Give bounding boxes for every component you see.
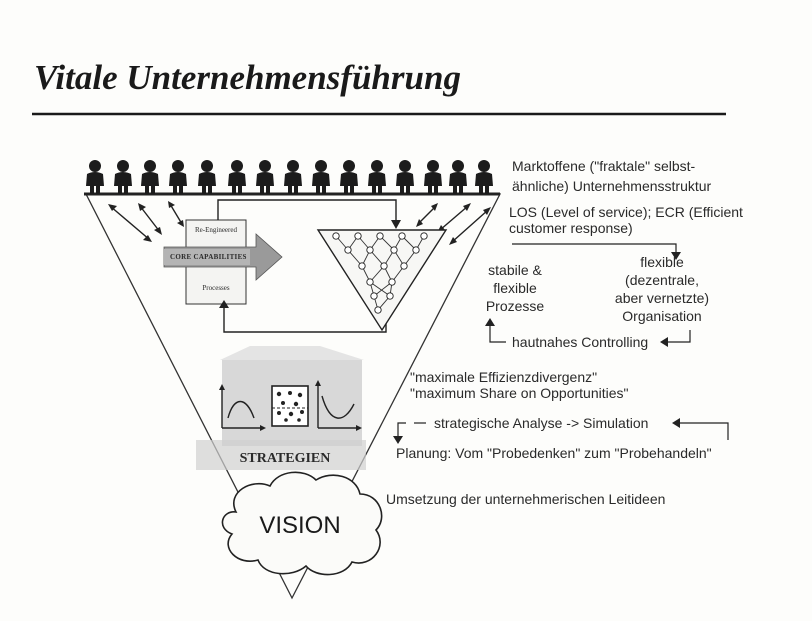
double-arrow xyxy=(109,205,151,241)
label-market-structure-1: Marktoffene ("fraktale" selbst- xyxy=(512,158,696,174)
label-stable-3: Prozesse xyxy=(485,298,545,314)
label-stable-1: stabile & xyxy=(488,262,542,278)
network-node xyxy=(412,246,420,254)
core-arrow-band xyxy=(164,249,250,265)
person-icon xyxy=(86,160,104,194)
network-node xyxy=(332,232,340,240)
label-planning: Planung: Vom "Probedenken" zum "Probehan… xyxy=(396,445,712,461)
person-icon xyxy=(424,160,442,194)
controlling-right-arrowhead xyxy=(660,337,668,347)
bottom-loop-connector xyxy=(223,304,387,333)
analysis-left-arrowhead xyxy=(393,436,403,444)
label-analysis: strategische Analyse -> Simulation xyxy=(434,415,649,431)
network-node xyxy=(374,306,382,314)
vision-label: VISION xyxy=(259,512,341,539)
vision-cloud xyxy=(221,471,383,576)
network-node xyxy=(376,232,384,240)
person-icon xyxy=(449,160,467,194)
network-node xyxy=(354,232,362,240)
analysis-right-connector xyxy=(676,422,729,440)
person-icon xyxy=(256,160,274,194)
network-triangle xyxy=(316,229,448,332)
flex-arrowhead xyxy=(671,252,681,260)
flex-connector xyxy=(512,243,677,254)
analysis-right-arrowhead xyxy=(672,418,680,428)
left-arrows xyxy=(109,203,183,241)
controlling-left-connector xyxy=(489,322,506,343)
person-icon xyxy=(169,160,187,194)
double-arrow xyxy=(439,205,469,231)
person-icon xyxy=(312,160,330,194)
person-icon xyxy=(340,160,358,194)
label-los-1: LOS (Level of service); ECR (Efficient xyxy=(509,204,743,220)
core-box-bottom-label: Processes xyxy=(202,284,230,292)
network-node xyxy=(358,262,366,270)
network-node xyxy=(366,246,374,254)
label-stable-2: flexible xyxy=(493,280,537,296)
network-graph xyxy=(332,232,428,314)
label-market-structure-2: ähnliche) Unternehmensstruktur xyxy=(512,178,712,194)
label-flex-4: Organisation xyxy=(622,308,702,324)
left-arrowheads xyxy=(108,201,184,242)
double-arrow xyxy=(417,205,437,225)
core-box-top-label: Re-Engineered xyxy=(195,226,237,234)
double-arrow xyxy=(169,203,183,225)
bottom-loop-arrowhead xyxy=(219,300,229,308)
controlling-right-connector xyxy=(664,330,691,343)
label-flex-1: flexible xyxy=(640,254,684,270)
right-arrows xyxy=(417,205,489,243)
people-row xyxy=(86,160,493,194)
top-loop-connector xyxy=(217,199,397,224)
network-node xyxy=(344,246,352,254)
network-node xyxy=(380,262,388,270)
page-title: Vitale Unternehmensführung xyxy=(34,58,461,97)
network-node xyxy=(366,278,374,286)
network-node xyxy=(390,246,398,254)
person-icon xyxy=(198,160,216,194)
strategies-roof xyxy=(220,346,364,360)
label-flex-3: aber vernetzte) xyxy=(614,290,710,306)
strategy-chart-3 xyxy=(317,384,358,429)
person-icon xyxy=(396,160,414,194)
person-icon xyxy=(228,160,246,194)
strategy-chart-1 xyxy=(221,388,262,429)
label-flex-2: (dezentrale, xyxy=(625,272,699,288)
strategies-base xyxy=(196,440,366,470)
controlling-left-arrowhead xyxy=(485,318,495,326)
label-implementation: Umsetzung der unternehmerischen Leitidee… xyxy=(386,491,666,507)
double-arrow xyxy=(139,205,161,233)
network-node xyxy=(388,278,396,286)
person-icon xyxy=(141,160,159,194)
matrix-dots xyxy=(276,391,304,422)
network-node xyxy=(420,232,428,240)
label-efficiency-1: "maximale Effizienzdivergenz" xyxy=(410,369,598,385)
network-node xyxy=(386,292,394,300)
network-node xyxy=(398,232,406,240)
network-node xyxy=(370,292,378,300)
label-efficiency-2: "maximum Share on Opportunities" xyxy=(410,385,629,401)
strategies-label: STRATEGIEN xyxy=(239,451,331,466)
label-los-2: customer response) xyxy=(509,220,633,236)
network-node xyxy=(400,262,408,270)
core-box-arrow-label: CORE CAPABILITIES xyxy=(170,253,247,261)
top-loop-arrowhead xyxy=(391,220,401,229)
label-controlling: hautnahes Controlling xyxy=(512,334,649,350)
person-icon xyxy=(114,160,132,194)
person-icon xyxy=(368,160,386,194)
person-icon xyxy=(284,160,302,194)
double-arrow xyxy=(451,209,489,243)
person-icon xyxy=(475,160,493,194)
analysis-left-connector xyxy=(397,422,406,440)
